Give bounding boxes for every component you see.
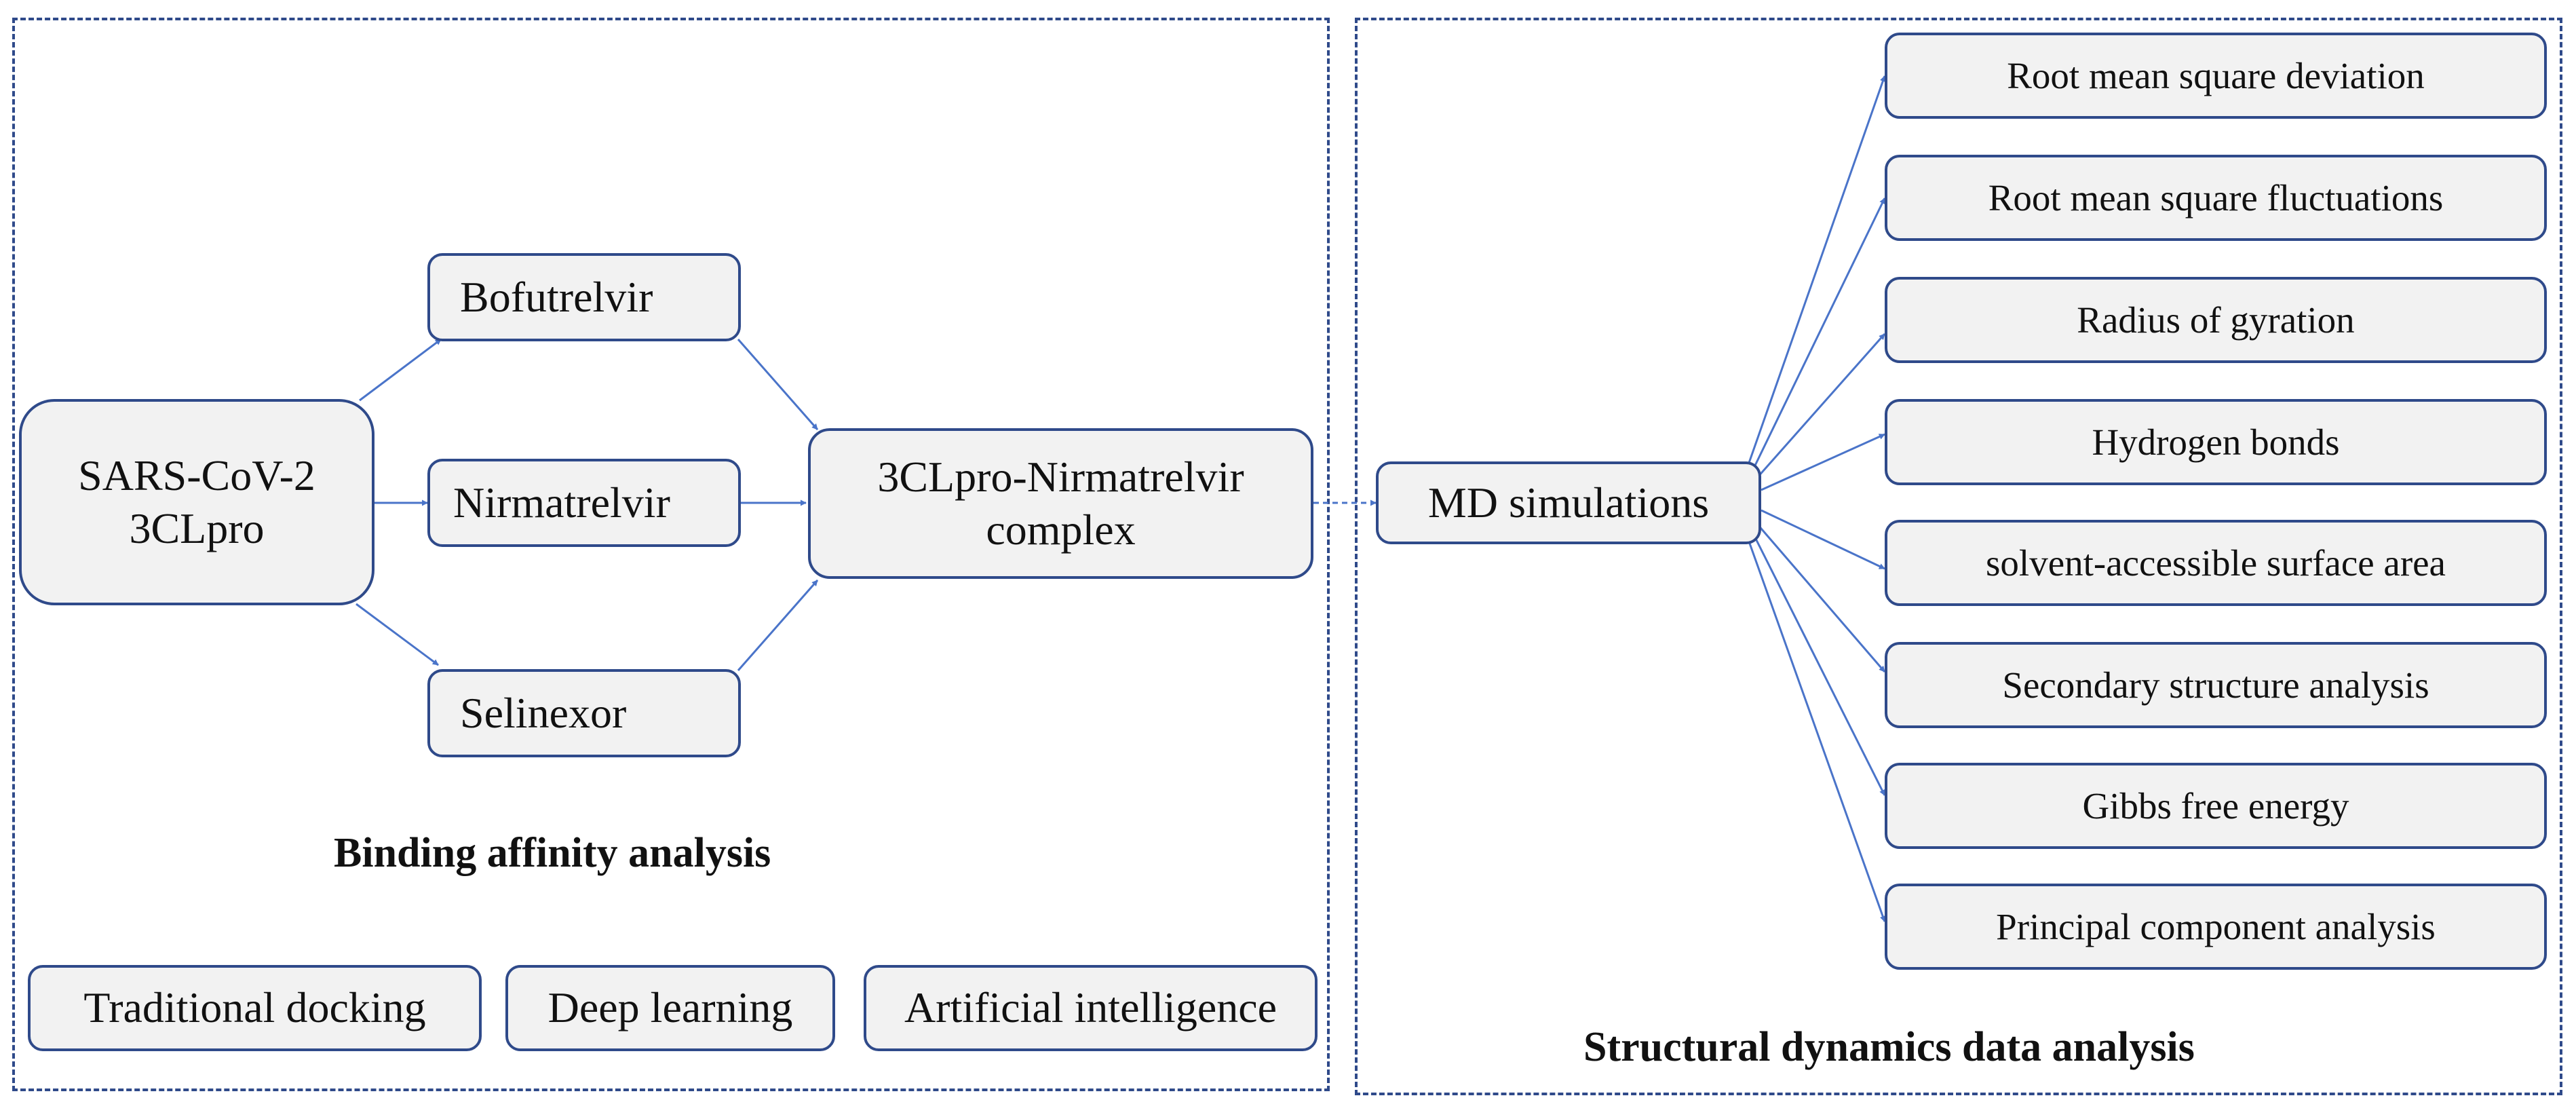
arrow-md-to-analysis-5	[1761, 509, 1885, 570]
analysis-label: Radius of gyration	[2077, 299, 2355, 341]
arrow-md-to-analysis-1	[1748, 75, 1886, 463]
analysis-label: Gibbs free energy	[2082, 784, 2349, 827]
analysis-label: solvent-accessible surface area	[1986, 542, 2446, 584]
method-deep-learning: Deep learning	[505, 965, 835, 1051]
complex-node: 3CLpro-Nirmatrelvir complex	[808, 428, 1313, 579]
analysis-label: Root mean square deviation	[2007, 54, 2425, 96]
analysis-gibbs-free-energy: Gibbs free energy	[1885, 763, 2547, 849]
method-label: Artificial intelligence	[904, 983, 1277, 1032]
drug-label: Nirmatrelvir	[453, 478, 670, 527]
arrow-source-to-selinexor	[355, 603, 439, 666]
arrow-md-to-analysis-4	[1761, 433, 1885, 491]
arrow-selinexor-to-complex	[737, 580, 819, 671]
source-line-2: 3CLpro	[129, 504, 265, 552]
arrow-md-to-analysis-6	[1756, 523, 1886, 673]
analysis-hydrogen-bonds: Hydrogen bonds	[1885, 399, 2547, 485]
method-label: Traditional docking	[83, 983, 426, 1032]
analysis-rmsf: Root mean square fluctuations	[1885, 155, 2547, 241]
sars-cov-2-3clpro-node: SARS-CoV-2 3CLpro	[19, 399, 374, 605]
arrow-md-to-analysis-2	[1752, 197, 1886, 470]
analysis-radius-of-gyration: Radius of gyration	[1885, 277, 2547, 363]
arrow-source-to-bofutrelvir	[359, 338, 442, 402]
analysis-label: Secondary structure analysis	[2002, 664, 2429, 706]
drug-selinexor-node: Selinexor	[427, 669, 741, 757]
analysis-pca: Principal component analysis	[1885, 884, 2547, 970]
drug-label: Selinexor	[460, 688, 627, 737]
drug-bofutrelvir-node: Bofutrelvir	[427, 253, 741, 341]
binding-affinity-title: Binding affinity analysis	[334, 830, 771, 876]
drug-label: Bofutrelvir	[460, 272, 653, 321]
arrow-md-to-analysis-3	[1756, 333, 1886, 478]
analysis-rmsd: Root mean square deviation	[1885, 33, 2547, 119]
complex-line-1: 3CLpro-Nirmatrelvir	[877, 452, 1244, 501]
md-simulations-label: MD simulations	[1427, 478, 1710, 527]
analysis-secondary-structure: Secondary structure analysis	[1885, 642, 2547, 728]
complex-line-2: complex	[986, 506, 1136, 554]
structural-dynamics-title: Structural dynamics data analysis	[1583, 1024, 2195, 1070]
method-artificial-intelligence: Artificial intelligence	[864, 965, 1318, 1051]
md-simulations-node: MD simulations	[1376, 461, 1761, 544]
analysis-sasa: solvent-accessible surface area	[1885, 520, 2547, 606]
analysis-label: Hydrogen bonds	[2092, 421, 2340, 463]
analysis-label: Principal component analysis	[1996, 905, 2436, 947]
arrow-md-to-analysis-7	[1752, 533, 1886, 796]
method-label: Deep learning	[547, 983, 793, 1032]
arrow-md-to-analysis-8	[1748, 541, 1886, 922]
drug-nirmatrelvir-node: Nirmatrelvir	[427, 459, 741, 547]
arrow-bofutrelvir-to-complex	[737, 339, 819, 430]
method-traditional-docking: Traditional docking	[28, 965, 482, 1051]
structural-dynamics-panel	[1355, 18, 2562, 1095]
binding-affinity-panel	[12, 18, 1330, 1091]
source-line-1: SARS-CoV-2	[78, 451, 315, 499]
analysis-label: Root mean square fluctuations	[1988, 176, 2444, 219]
